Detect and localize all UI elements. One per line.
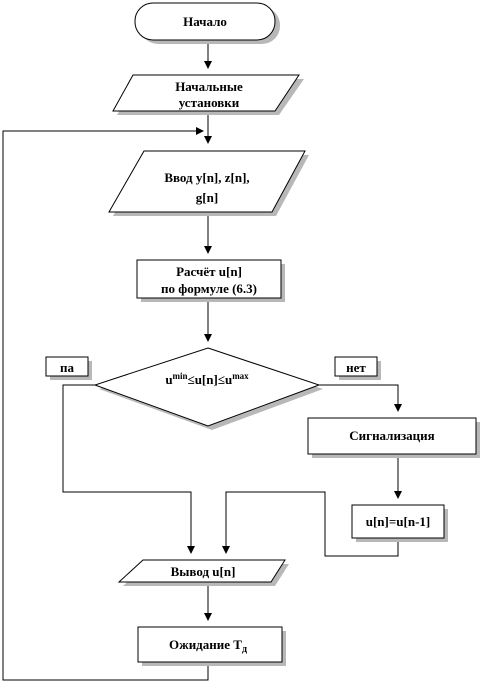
alarm-label: Сигнализация [349, 428, 434, 443]
yes-label: па [60, 360, 74, 375]
condition-max: max [232, 371, 249, 381]
assign-label: u[n]=u[n-1] [366, 514, 430, 529]
wait-block: Ожидание Tд [137, 626, 286, 666]
decision-block: umin≤u[n]≤umax [93, 347, 323, 430]
assign-block: u[n]=u[n-1] [351, 504, 448, 542]
condition-label: umin≤u[n]≤umax [165, 371, 249, 387]
input-block: Ввод y[n], z[n], g[n] [108, 150, 309, 216]
alarm-block: Сигнализация [307, 417, 480, 458]
init-block: Начальные установки [112, 74, 304, 115]
wait-label: Ожидание Tд [169, 637, 247, 655]
input-label-line1: Ввод y[n], z[n], [164, 170, 249, 185]
init-label-line1: Начальные [175, 79, 243, 94]
calc-label-line1: Расчёт u[n] [176, 264, 242, 279]
input-label-line2: g[n] [196, 190, 218, 205]
start-terminator: Начало [134, 2, 280, 44]
output-label: Вывод u[n] [171, 564, 236, 579]
connectors [2, 40, 402, 681]
arrow-assign-to-output [222, 491, 399, 557]
no-label-box: нет [334, 356, 381, 380]
condition-min: min [173, 371, 188, 381]
wait-text: Ожидание T [169, 637, 242, 652]
arrow-no-branch [319, 384, 402, 412]
condition-mid: ≤u[n]≤u [188, 372, 233, 387]
init-label-line2: установки [179, 95, 240, 110]
calc-label-line2: по формуле (6.3) [161, 281, 257, 296]
arrow-loop-back [2, 127, 209, 681]
arrow-yes-branch [62, 384, 195, 554]
yes-label-box: па [45, 356, 92, 380]
condition-u: u [165, 372, 172, 387]
no-label: нет [346, 360, 366, 375]
start-label: Начало [183, 14, 227, 29]
wait-subscript: д [242, 644, 247, 655]
calc-block: Расчёт u[n] по формуле (6.3) [136, 259, 285, 302]
output-block: Вывод u[n] [117, 559, 289, 586]
